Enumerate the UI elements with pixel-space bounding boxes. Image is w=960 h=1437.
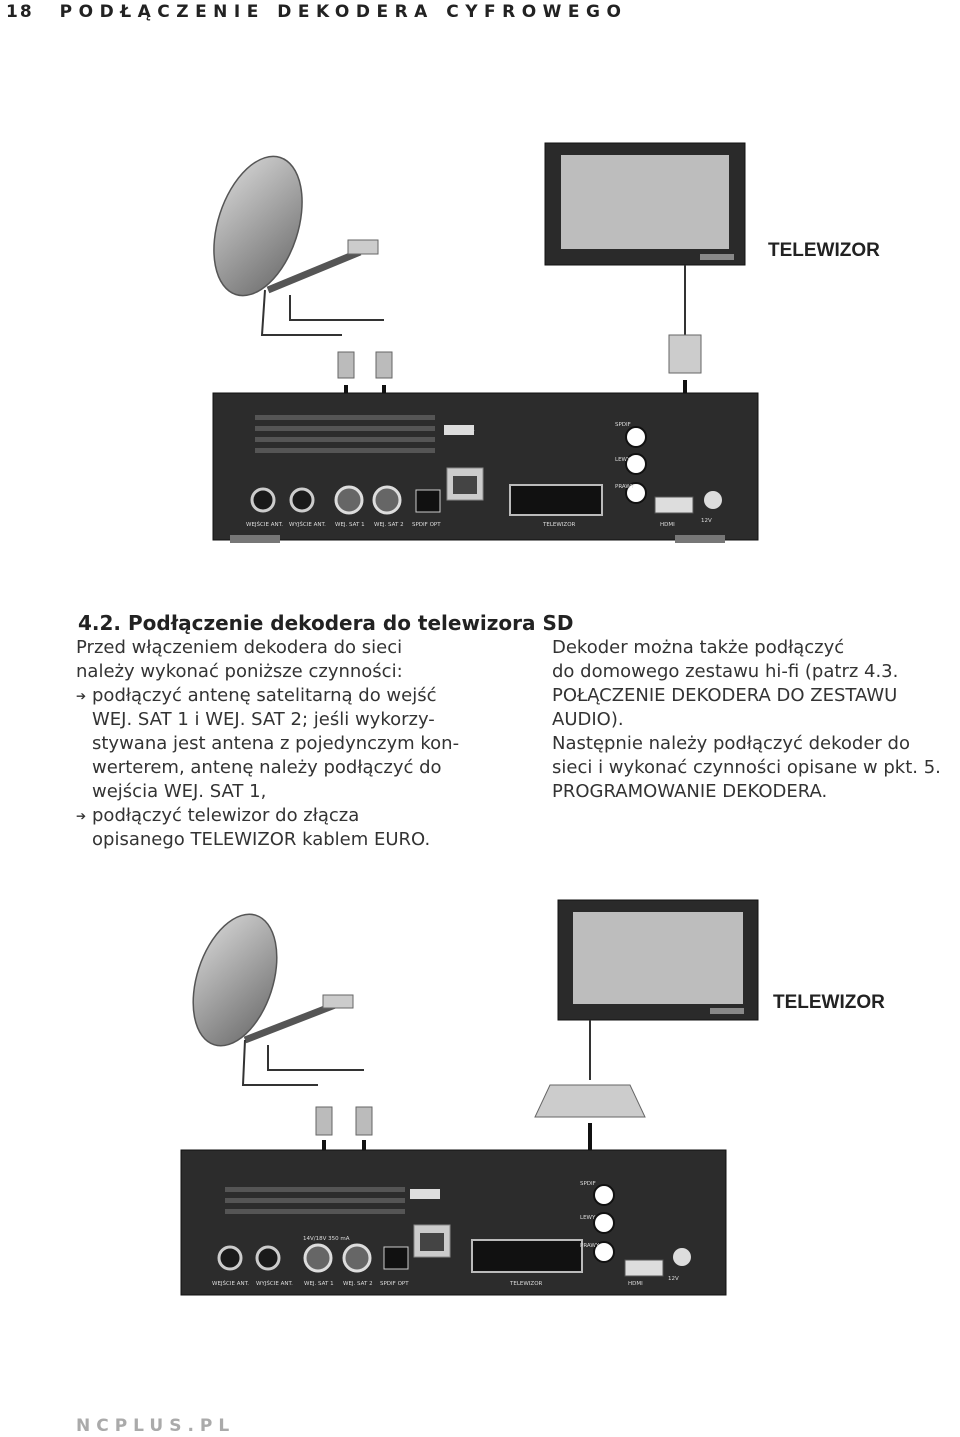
left-column: Przed włączeniem dekodera do sieci należ… — [76, 636, 536, 852]
label-dolby: DOLBY — [420, 1194, 439, 1200]
label-hdmi: HDMI — [660, 522, 675, 528]
label-antenna-in: WEJŚCIE ANT. — [212, 1280, 249, 1287]
label-lnb: 14V/18V 350 mA — [303, 1236, 350, 1242]
arrow-icon: ➔ — [76, 809, 87, 823]
label-sat2: WEJ. SAT 2 — [374, 522, 404, 528]
tv-label: TELEWIZOR — [773, 992, 885, 1013]
tv-icon — [544, 142, 746, 266]
page-number: 18 — [6, 2, 34, 22]
coax-plug-icon — [337, 351, 355, 379]
bullet-item: ➔ podłączyć antenę satelitarną do wejść … — [76, 685, 460, 802]
label-spdif: SPDIF — [615, 422, 631, 428]
intro-line: należy wykonać poniższe czynności: — [76, 661, 403, 682]
coax-plug-icon — [375, 351, 393, 379]
footer-site: NCPLUS.PL — [76, 1416, 236, 1436]
scart-plug-icon — [534, 1084, 646, 1118]
label-right: PRAWY — [580, 1243, 600, 1249]
label-power: 12V — [701, 518, 712, 524]
intro-line: Przed włączeniem dekodera do sieci — [76, 637, 403, 658]
coax-plug-icon — [315, 1106, 333, 1136]
label-antenna-in: WEJŚCIE ANT. — [246, 521, 283, 528]
label-sat1: WEJ. SAT 1 — [335, 522, 365, 528]
label-right: PRAWY — [615, 484, 635, 490]
label-dolby: DOLBY — [456, 430, 475, 436]
label-tv-scart: TELEWIZOR — [542, 522, 576, 528]
label-sat1: WEJ. SAT 1 — [304, 1281, 334, 1287]
label-power: 12V — [668, 1276, 679, 1282]
hdmi-plug-icon — [668, 334, 702, 374]
label-left: LEWY — [615, 457, 631, 463]
bullet-item: ➔ podłączyć telewizor do złącza opisaneg… — [76, 805, 431, 850]
label-left: LEWY — [580, 1215, 596, 1221]
label-tv-scart: TELEWIZOR — [509, 1281, 543, 1287]
section-title: 4.2. Podłączenie dekodera do telewizora … — [78, 611, 574, 635]
tv-icon — [557, 899, 759, 1021]
label-spdif: SPDIF — [580, 1181, 596, 1187]
connection-diagram-scart: WEJŚCIE ANT. WYJŚCIE ANT. WEJ. SAT 1 WEJ… — [180, 899, 759, 1296]
label-antenna-out: WYJŚCIE ANT. — [289, 521, 326, 528]
decoder-rear-panel: WEJŚCIE ANT. WYJŚCIE ANT. WEJ. SAT 1 WEJ… — [180, 1149, 727, 1296]
label-hdmi: HDMI — [628, 1281, 643, 1287]
right-column: Dekoder można także podłączyć do domoweg… — [552, 637, 941, 802]
chapter-title: PODŁĄCZENIE DEKODERA CYFROWEGO — [59, 2, 628, 22]
label-antenna-out: WYJŚCIE ANT. — [256, 1280, 293, 1287]
satellite-dish-icon — [213, 155, 384, 336]
label-spdif-opt: SPDIF OPT — [380, 1281, 409, 1287]
page-header: 18 PODŁĄCZENIE DEKODERA CYFROWEGO — [6, 2, 627, 22]
label-spdif-opt: SPDIF OPT — [412, 522, 441, 528]
tv-label: TELEWIZOR — [768, 240, 880, 261]
label-sat2: WEJ. SAT 2 — [343, 1281, 373, 1287]
arrow-icon: ➔ — [76, 689, 87, 703]
decoder-rear-panel: WEJŚCIE ANT. WYJŚCIE ANT. WEJ. SAT 1 WEJ… — [212, 392, 759, 543]
coax-plug-icon — [355, 1106, 373, 1136]
connection-diagram-hdmi: WEJŚCIE ANT. WYJŚCIE ANT. WEJ. SAT 1 WEJ… — [212, 142, 759, 543]
satellite-dish-icon — [192, 913, 364, 1086]
